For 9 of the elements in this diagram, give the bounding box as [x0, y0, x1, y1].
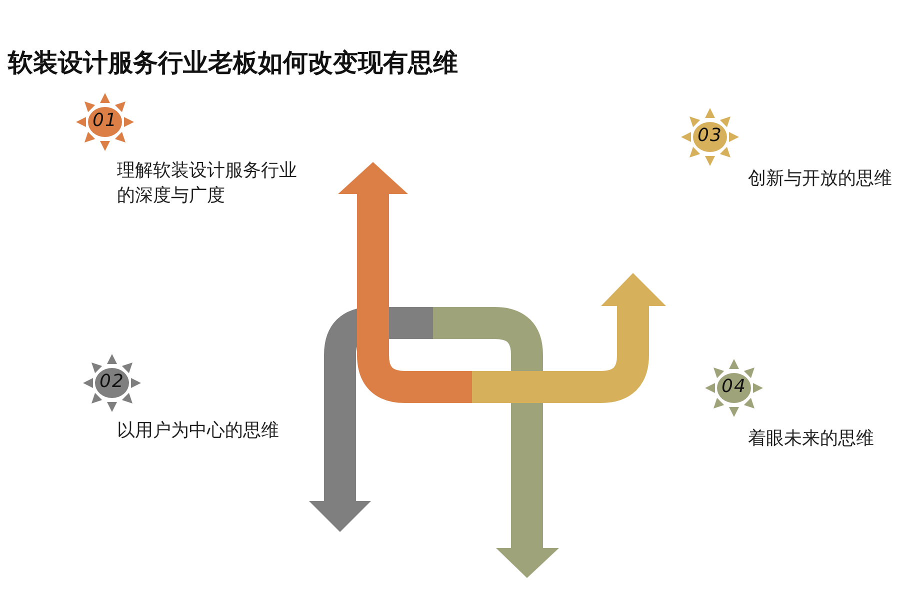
sun-badge: 02: [82, 353, 142, 413]
description-text: 着眼未来的思维: [748, 427, 875, 451]
title: 软装设计服务行业老板如何改变现有思维: [8, 47, 458, 79]
description-text: 理解软装设计服务行业的深度与广度: [117, 159, 298, 208]
sun-badge: 01: [75, 92, 135, 152]
description-text: 创新与开放的思维: [748, 167, 893, 191]
sun-badge: 03: [680, 107, 740, 167]
sun-badge: 04: [704, 358, 764, 418]
description-text: 以用户为中心的思维: [117, 419, 280, 443]
